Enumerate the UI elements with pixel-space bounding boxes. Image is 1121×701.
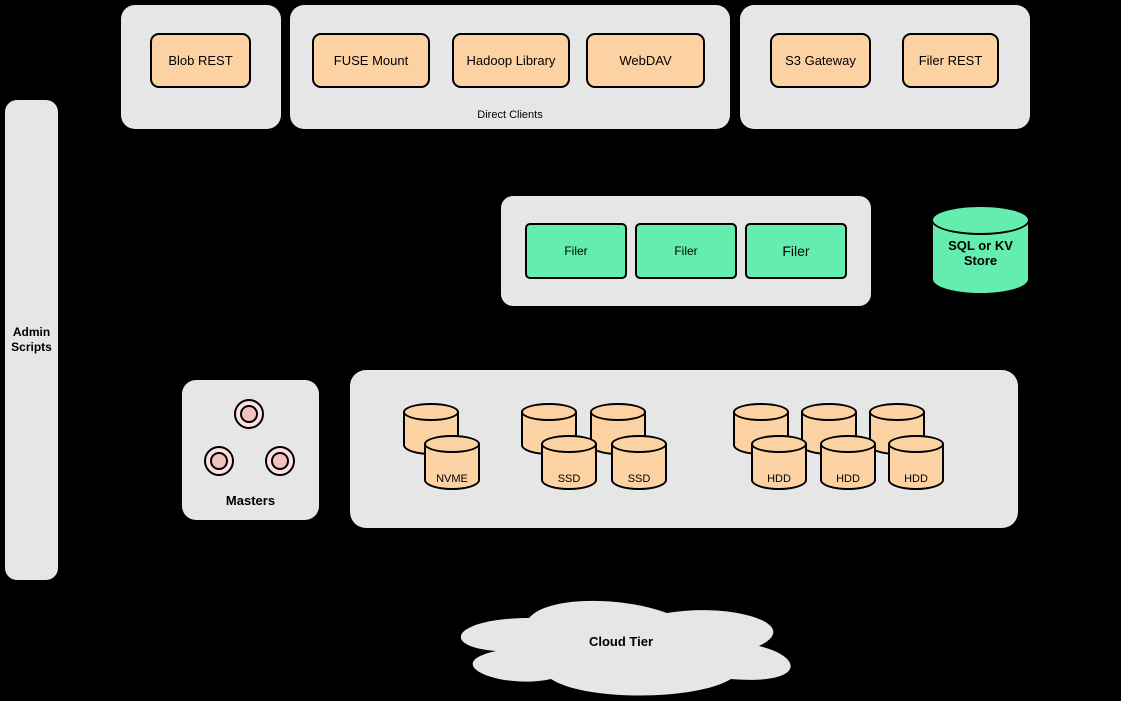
cloud-icon <box>460 600 791 696</box>
gateway-group: S3 Gateway Filer REST <box>740 5 1030 129</box>
cylinder-top <box>541 435 597 453</box>
filer-node-3: Filer <box>745 223 847 279</box>
cylinder-top <box>869 403 925 421</box>
hadoop-library-node: Hadoop Library <box>452 33 570 88</box>
cylinder-top <box>820 435 876 453</box>
cylinder-top <box>424 435 480 453</box>
filer-node-1: Filer <box>525 223 627 279</box>
sql-kv-store-cylinder: SQL or KV Store <box>931 205 1030 295</box>
sql-kv-store-label: SQL or KV Store <box>948 238 1013 268</box>
cylinder-top <box>931 205 1030 235</box>
direct-clients-group: FUSE Mount Hadoop Library WebDAV Direct … <box>290 5 730 129</box>
s3-gateway-node: S3 Gateway <box>770 33 871 88</box>
direct-clients-caption: Direct Clients <box>477 109 543 121</box>
ssd-label: SSD <box>557 473 581 485</box>
masters-group: Masters <box>182 380 319 520</box>
cylinder-body <box>611 444 667 490</box>
cylinder-top <box>733 403 789 421</box>
hdd-cylinder-front: HDD <box>751 435 807 490</box>
nvme-cylinder-back <box>403 403 459 455</box>
cylinder-top <box>403 403 459 421</box>
fuse-mount-node: FUSE Mount <box>312 33 430 88</box>
cloud-tier-shape: Cloud Tier <box>437 591 805 701</box>
ssd-label: SSD <box>627 473 651 485</box>
filer-group: Filer Filer Filer <box>501 196 871 306</box>
cylinder-top <box>590 403 646 421</box>
hdd-label: HDD <box>767 473 791 485</box>
blob-rest-group: Blob REST <box>121 5 281 129</box>
cloud-tier-label: Cloud Tier <box>588 634 654 649</box>
master-node-icon <box>204 446 234 476</box>
nvme-cylinder-front: NVME <box>424 435 480 490</box>
hdd-cylinder-front: HDD <box>888 435 944 490</box>
volume-servers-group: NVME SSD SSD <box>350 370 1018 528</box>
cylinder-top <box>888 435 944 453</box>
hdd-label: HDD <box>904 473 928 485</box>
hdd-label: HDD <box>836 473 860 485</box>
ssd-cylinder-front: SSD <box>611 435 667 490</box>
ssd-cylinder-front: SSD <box>541 435 597 490</box>
webdav-node: WebDAV <box>586 33 705 88</box>
cylinder-top <box>611 435 667 453</box>
nvme-label: NVME <box>436 473 468 485</box>
blob-rest-node: Blob REST <box>150 33 251 88</box>
admin-scripts-bar: Admin Scripts <box>5 100 58 580</box>
master-node-icon <box>265 446 295 476</box>
hdd-cylinder-front: HDD <box>820 435 876 490</box>
master-node-icon <box>234 399 264 429</box>
cylinder-top <box>521 403 577 421</box>
cylinder-top <box>751 435 807 453</box>
filer-node-2: Filer <box>635 223 737 279</box>
cylinder-top <box>801 403 857 421</box>
masters-caption: Masters <box>225 493 276 508</box>
filer-rest-node: Filer REST <box>902 33 999 88</box>
